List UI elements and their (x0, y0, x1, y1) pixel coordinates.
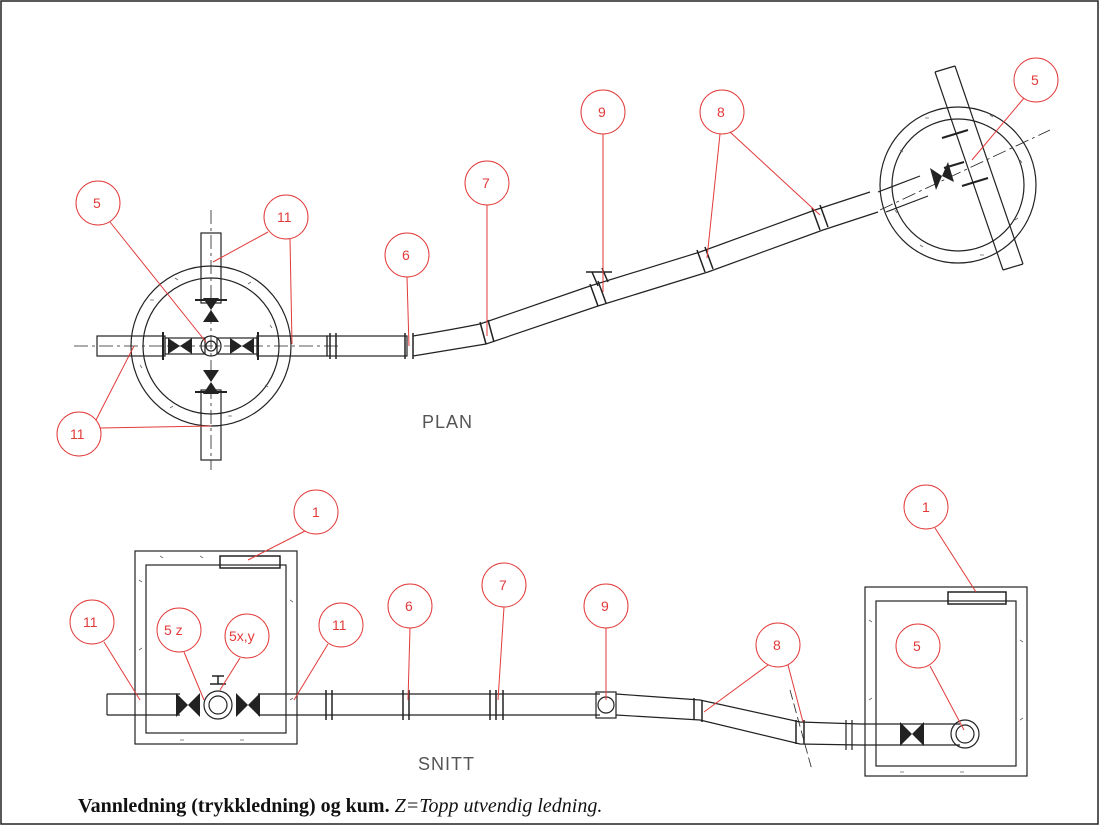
plan-callout-8: 8 (717, 104, 725, 120)
section-callout-5z: 5 z (164, 622, 183, 638)
section-view (106, 550, 1028, 777)
plan-callout-9: 9 (598, 104, 606, 120)
plan-callout-6: 6 (402, 247, 410, 263)
plan-title: PLAN (422, 412, 473, 432)
section-callout-5xy: 5x,y (229, 628, 255, 644)
right-chamber-inner (875, 600, 1017, 767)
plan-callout-11-bottom: 11 (70, 426, 85, 442)
section-callout-6: 6 (405, 598, 413, 614)
right-manhole-outer-ring (879, 106, 1037, 264)
section-callouts (69, 484, 977, 731)
left-chamber-outer (134, 550, 298, 745)
section-callout-11-left: 11 (83, 614, 98, 630)
caption-bold: Vannledning (trykkledning) og kum. (78, 795, 390, 817)
section-callout-1-right: 1 (922, 499, 930, 515)
figure-caption: Vannledning (trykkledning) og kum. Z=Top… (78, 795, 602, 818)
section-title: SNITT (418, 754, 475, 774)
section-callout-5-right: 5 (913, 638, 921, 654)
caption-italic: Z=Topp utvendig ledning. (394, 795, 603, 817)
section-callout-1-left: 1 (312, 504, 320, 520)
section-callout-11-right: 11 (332, 617, 347, 633)
plan-callout-5-left: 5 (93, 195, 101, 211)
right-manhole-inner-ring (891, 118, 1025, 252)
plan-callout-11-top: 11 (277, 209, 292, 225)
plan-callouts (56, 57, 1059, 457)
right-chamber-outer (864, 586, 1028, 777)
plan-view (74, 65, 1051, 470)
section-callout-9: 9 (601, 598, 609, 614)
section-callout-8: 8 (773, 637, 781, 653)
plan-callout-5-right: 5 (1031, 72, 1039, 88)
section-callout-7: 7 (499, 577, 507, 593)
left-chamber-inner (145, 564, 287, 734)
plan-callout-7: 7 (482, 175, 490, 191)
